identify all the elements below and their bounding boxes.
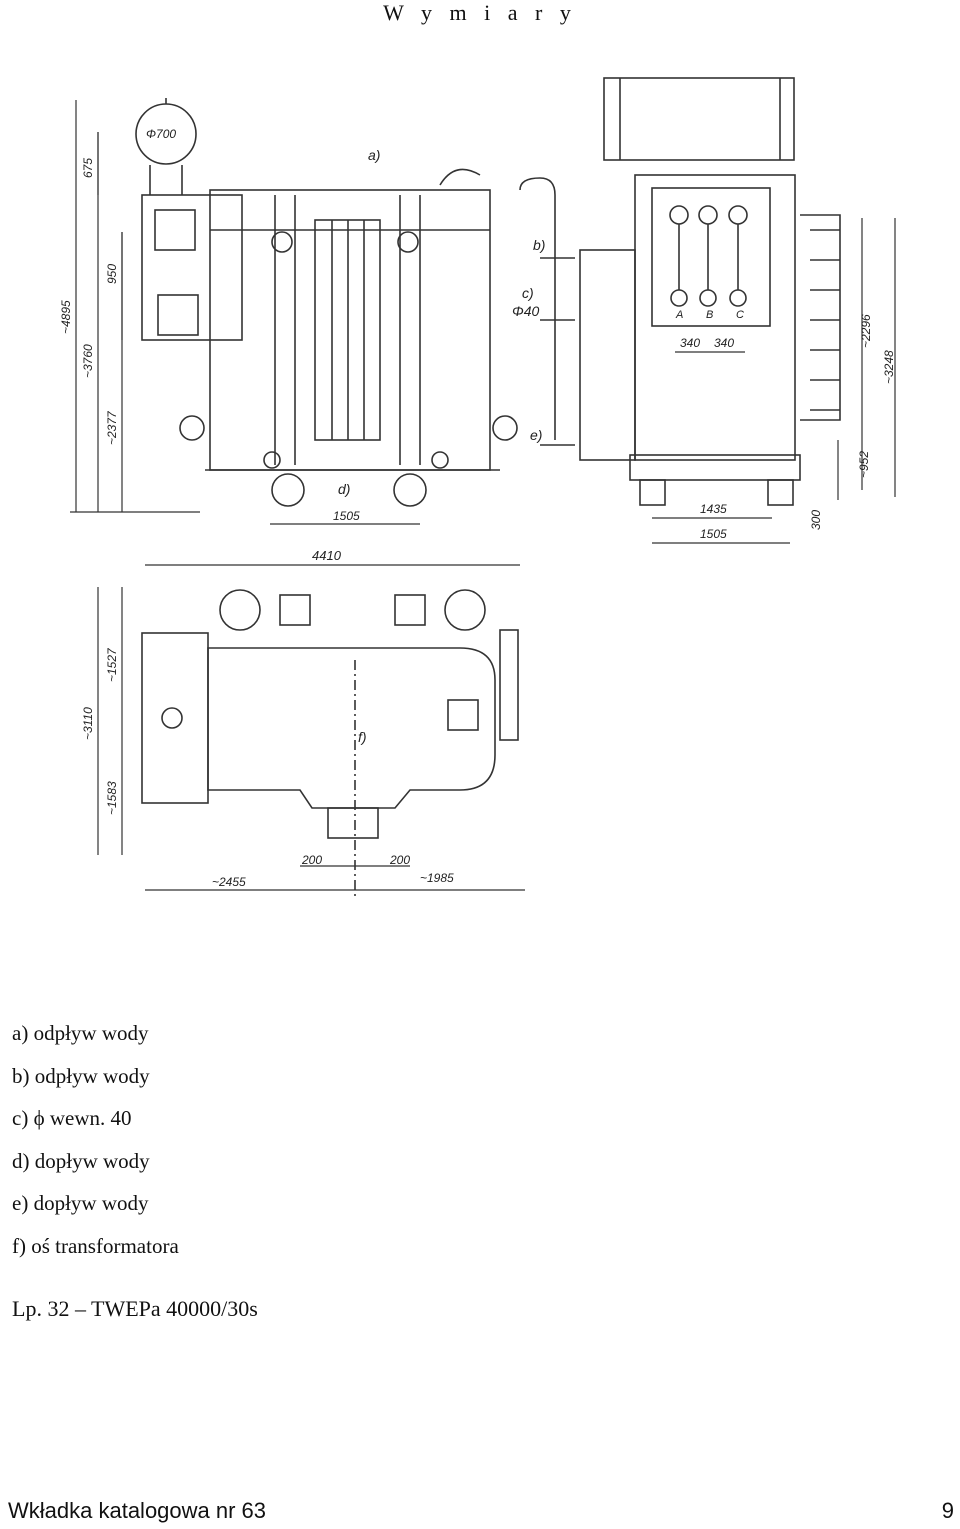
dim-2455: ~2455: [212, 875, 246, 889]
footer-catalog-label: Wkładka katalogowa nr 63: [8, 1498, 267, 1523]
footer-page-number: 9: [941, 1498, 954, 1523]
label-b: b): [533, 237, 545, 253]
model-designation: Lp. 32 – TWEPa 40000/30s: [12, 1296, 258, 1321]
legend-item-b: b) odpływ wody: [12, 1063, 150, 1088]
dim-2296: ~2296: [859, 314, 873, 348]
dim-200-b: 200: [389, 853, 410, 867]
dim-2377: ~2377: [105, 410, 119, 445]
transformer-technical-drawing: a) b) c) Φ40 d) e) f) Φ700 A B C ~4895 ~…: [59, 77, 896, 900]
dim-1527: ~1527: [105, 647, 119, 682]
legend-item-e: e) dopływ wody: [12, 1191, 149, 1215]
dim-1505-right: 1505: [700, 527, 727, 541]
label-d: d): [338, 481, 350, 497]
dim-4895: ~4895: [59, 300, 73, 334]
dim-3110: ~3110: [81, 707, 95, 740]
dim-950: 950: [105, 264, 119, 284]
dimension-lines-plan: [97, 564, 525, 891]
dim-4410: 4410: [312, 548, 342, 563]
label-phase-a: A: [675, 309, 683, 321]
dim-675: 675: [81, 158, 95, 178]
dim-340-b: 340: [714, 336, 734, 350]
dim-1505-left: 1505: [333, 509, 360, 523]
legend-list: a) odpływ wody b) odpływ wody c) ϕ wewn.…: [12, 1018, 179, 1273]
dim-340-a: 340: [680, 336, 700, 350]
legend-item-f: f) oś transformatora: [12, 1233, 179, 1258]
label-phi700: Φ700: [146, 127, 176, 141]
plan-view: [141, 589, 519, 900]
dim-952: ~952: [857, 451, 871, 478]
front-view-right: [519, 77, 841, 506]
legend-item-d: d) dopływ wody: [12, 1148, 150, 1173]
label-c: c): [522, 285, 534, 301]
label-e: e): [530, 427, 542, 443]
label-phase-c: C: [736, 309, 744, 321]
label-c-dim: Φ40: [512, 303, 540, 319]
side-view-left: [135, 98, 518, 507]
label-phase-b: B: [706, 309, 713, 321]
label-f: f): [358, 729, 367, 745]
dimension-lines-right: [652, 218, 896, 544]
dim-300: 300: [809, 510, 823, 530]
dimension-lines-left: [70, 100, 420, 525]
dim-1985: ~1985: [420, 871, 454, 885]
dim-3248: ~3248: [882, 350, 896, 384]
dim-3760: ~3760: [81, 344, 95, 378]
dim-200-a: 200: [301, 853, 322, 867]
dim-1583: ~1583: [105, 781, 119, 815]
legend-item-c: c) ϕ wewn. 40: [12, 1106, 132, 1130]
dim-1435: 1435: [700, 502, 727, 516]
legend-item-a: a) odpływ wody: [12, 1021, 149, 1045]
page-title: W y m i a r y: [383, 0, 577, 25]
label-a: a): [368, 147, 380, 163]
